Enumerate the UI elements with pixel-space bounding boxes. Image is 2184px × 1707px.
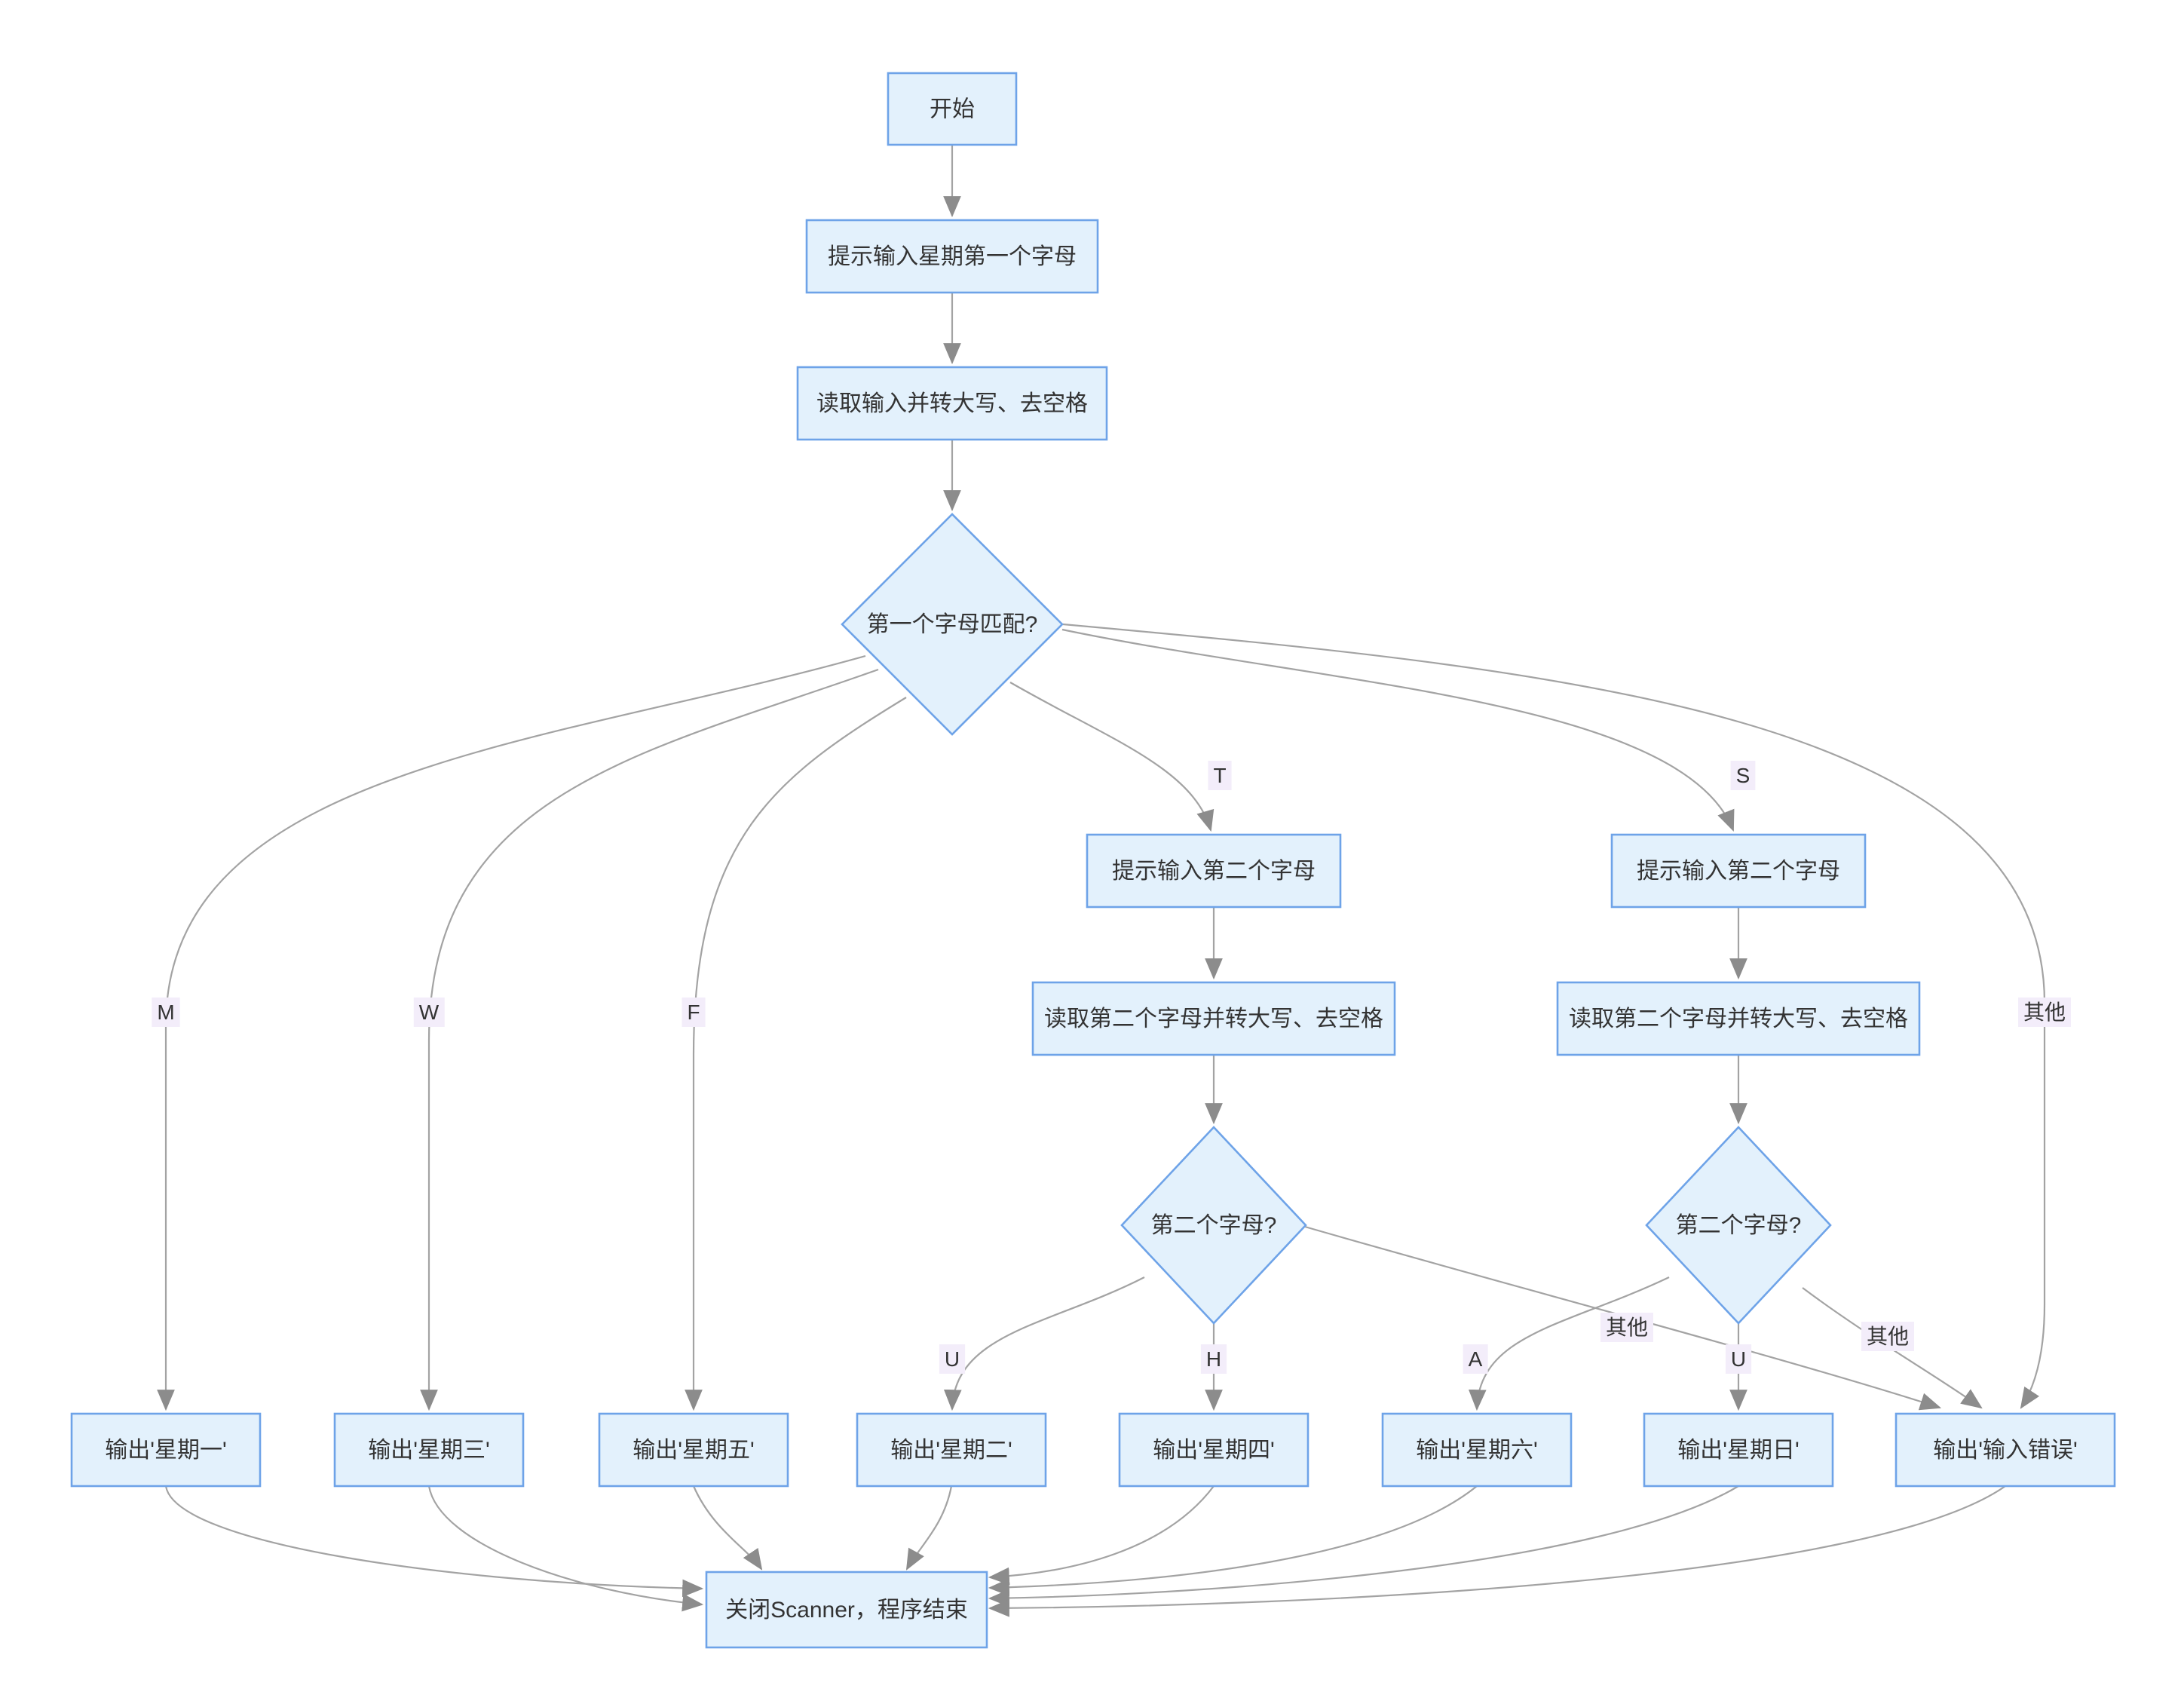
decision-first-letter-match xyxy=(841,513,1064,736)
edge-label-text: 其他 xyxy=(2023,1001,2066,1024)
node-read-first-letter xyxy=(796,366,1108,441)
node-prompt-first-letter xyxy=(805,219,1099,294)
node-prompt-second-letter-t-label: 提示输入第二个字母 xyxy=(1112,859,1316,884)
edge-label-bg xyxy=(682,998,706,1027)
edge-out-mon-to-end xyxy=(164,1485,704,1598)
edge-label-dec1-to-out-mon: M xyxy=(152,998,180,1027)
edge-label-text: H xyxy=(1206,1347,1221,1371)
edge-label-text: F xyxy=(687,1001,700,1024)
edge-label-dec1-to-out-err: 其他 xyxy=(2017,998,2072,1027)
node-output-tuesday-label: 输出'星期二' xyxy=(890,1438,1012,1463)
node-output-error-label: 输出'输入错误' xyxy=(1933,1438,2077,1463)
edge-label-decT-to-out-thu: H xyxy=(1200,1344,1227,1374)
edge-out-sat-to-end xyxy=(988,1485,1478,1597)
edge-label-text: 其他 xyxy=(1606,1316,1648,1339)
edge-label-bg xyxy=(1208,761,1232,790)
node-output-saturday-label: 输出'星期六' xyxy=(1416,1438,1537,1463)
node-output-monday xyxy=(70,1412,262,1488)
edge-label-decT-to-out-err: 其他 xyxy=(1600,1313,1654,1342)
node-output-wednesday xyxy=(333,1412,525,1488)
node-output-thursday-label: 输出'星期四' xyxy=(1153,1438,1274,1463)
node-output-saturday xyxy=(1381,1412,1573,1488)
node-prompt-second-letter-s-label: 提示输入第二个字母 xyxy=(1637,859,1840,884)
edge-label-bg xyxy=(1600,1313,1654,1342)
edge-dec1-to-out-err xyxy=(1062,623,2046,1409)
node-read-first-letter-label: 读取输入并转大写、去空格 xyxy=(816,391,1088,416)
edge-label-text: 其他 xyxy=(1867,1325,1909,1348)
decision-second-letter-s xyxy=(1645,1126,1832,1325)
edge-label-text: M xyxy=(157,1001,174,1024)
node-read-second-letter-s xyxy=(1556,981,1921,1056)
node-read-second-letter-t xyxy=(1031,981,1396,1056)
edge-label-text: S xyxy=(1736,764,1751,787)
edge-label-text: A xyxy=(1469,1347,1483,1371)
edge-label-bg xyxy=(1730,761,1756,790)
node-output-friday xyxy=(598,1412,789,1488)
edge-dec1-to-out-mon xyxy=(157,654,866,1411)
edge-label-bg xyxy=(1200,1344,1227,1374)
edge-label-dec1-to-promptT: T xyxy=(1208,761,1232,790)
edge-label-bg xyxy=(2017,998,2072,1027)
edge-out-thu-to-end xyxy=(988,1485,1215,1586)
node-output-error xyxy=(1895,1412,2116,1488)
edge-decS-to-out-err xyxy=(1802,1287,1983,1409)
decision-second-letter-t-label: 第二个字母? xyxy=(1151,1213,1277,1238)
node-end xyxy=(705,1571,988,1649)
edge-label-text: U xyxy=(1731,1347,1746,1371)
edge-labels-layer: M W F T S 其他 U H 其他 A U 其他 xyxy=(152,761,2072,1374)
edge-label-decT-to-out-tue: U xyxy=(939,1344,966,1374)
edge-label-decS-to-out-sun: U xyxy=(1725,1344,1752,1374)
node-prompt-first-letter-label: 提示输入星期第一个字母 xyxy=(828,244,1077,269)
node-end-label: 关闭Scanner，程序结束 xyxy=(725,1598,968,1623)
edge-out-fri-to-end xyxy=(692,1485,763,1571)
edge-dec1-to-out-wed xyxy=(420,668,879,1411)
node-prompt-second-letter-t xyxy=(1086,833,1342,909)
edge-label-decS-to-out-sat: A xyxy=(1463,1344,1488,1374)
edge-label-bg xyxy=(152,998,180,1027)
node-start xyxy=(887,72,1018,146)
node-output-wednesday-label: 输出'星期三' xyxy=(368,1438,489,1463)
node-output-monday-label: 输出'星期一' xyxy=(105,1438,226,1463)
node-output-sunday-label: 输出'星期日' xyxy=(1677,1438,1799,1463)
edge-out-tue-to-end xyxy=(905,1485,953,1571)
edge-label-dec1-to-out-wed: W xyxy=(413,998,445,1027)
edge-out-sun-to-end xyxy=(988,1485,1739,1607)
edge-decS-to-out-sat xyxy=(1468,1276,1670,1411)
node-prompt-second-letter-s xyxy=(1610,833,1867,909)
edge-dec1-to-promptS xyxy=(1061,628,1735,832)
decision-first-letter-match-label: 第一个字母匹配? xyxy=(867,612,1038,637)
edge-label-text: T xyxy=(1213,764,1226,787)
edge-label-bg xyxy=(1725,1344,1752,1374)
node-start-label: 开始 xyxy=(930,97,975,122)
edge-dec1-to-promptT xyxy=(1009,682,1215,832)
edge-label-dec1-to-promptS: S xyxy=(1730,761,1756,790)
edge-label-dec1-to-out-fri: F xyxy=(682,998,706,1027)
decision-second-letter-t xyxy=(1120,1126,1307,1325)
node-output-friday-label: 输出'星期五' xyxy=(633,1438,754,1463)
edge-label-decS-to-out-err: 其他 xyxy=(1861,1322,1915,1351)
edge-label-text: W xyxy=(419,1001,440,1024)
edge-label-text: U xyxy=(945,1347,960,1371)
edge-out-wed-to-end xyxy=(427,1485,704,1612)
edge-label-bg xyxy=(1463,1344,1488,1374)
node-read-second-letter-t-label: 读取第二个字母并转大写、去空格 xyxy=(1044,1007,1383,1031)
node-output-tuesday xyxy=(856,1412,1047,1488)
node-read-second-letter-s-label: 读取第二个字母并转大写、去空格 xyxy=(1569,1007,1908,1031)
edge-label-bg xyxy=(939,1344,966,1374)
edge-label-bg xyxy=(413,998,445,1027)
decision-second-letter-s-label: 第二个字母? xyxy=(1676,1213,1802,1238)
node-output-thursday xyxy=(1118,1412,1309,1488)
edge-dec1-to-out-fri xyxy=(685,697,907,1411)
node-output-sunday xyxy=(1643,1412,1834,1488)
edge-out-err-to-end xyxy=(988,1485,2006,1617)
edge-decT-to-out-tue xyxy=(943,1276,1145,1411)
edge-label-bg xyxy=(1861,1322,1915,1351)
